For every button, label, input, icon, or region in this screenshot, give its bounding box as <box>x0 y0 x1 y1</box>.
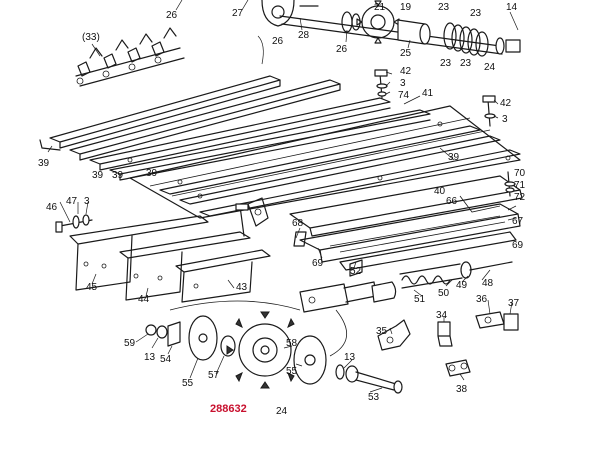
callout-23: 23 <box>440 58 452 69</box>
callout-68: 68 <box>292 218 304 229</box>
lower-sprocket <box>226 311 304 389</box>
callout-23: 23 <box>438 2 450 13</box>
callout-55: 55 <box>286 366 298 377</box>
callout-23: 23 <box>470 8 482 19</box>
callout-13: 13 <box>344 352 356 363</box>
callout-19: 19 <box>400 2 412 13</box>
callout-26: 26 <box>166 10 178 21</box>
callout-69: 69 <box>512 240 524 251</box>
callout-39: 39 <box>92 170 104 181</box>
callout-39: 39 <box>448 152 460 163</box>
callout-42: 42 <box>400 66 412 77</box>
callout-54: 54 <box>160 354 172 365</box>
callout-26: 26 <box>272 36 284 47</box>
drive-shaft-assembly <box>261 0 521 57</box>
callout-26: 26 <box>336 44 348 55</box>
callout-70: 70 <box>514 168 526 179</box>
callout-33: (33) <box>82 32 100 43</box>
callout-53: 53 <box>368 392 380 403</box>
callout-46: 46 <box>46 202 58 213</box>
callout-3: 3 <box>502 114 508 125</box>
tensioner-assembly <box>299 259 513 313</box>
chain-links <box>377 311 519 377</box>
callout-13: 13 <box>144 352 156 363</box>
conveyor-chain <box>75 27 264 87</box>
callout-59: 59 <box>124 338 136 349</box>
callout-25: 25 <box>400 48 412 59</box>
callout-39: 39 <box>38 158 50 169</box>
conveyor-slats <box>39 69 521 219</box>
callout-35: 35 <box>376 326 388 337</box>
spring-pack <box>443 22 489 57</box>
callout-67: 67 <box>512 216 524 227</box>
callout-69: 69 <box>312 258 324 269</box>
callout-66: 66 <box>446 196 458 207</box>
callout-50: 50 <box>438 288 450 299</box>
callout-37: 37 <box>508 298 520 309</box>
callout-49: 49 <box>456 280 468 291</box>
callout-14: 14 <box>506 2 518 13</box>
callout-3: 3 <box>84 196 90 207</box>
callout-43: 43 <box>236 282 248 293</box>
callout-42: 42 <box>500 98 512 109</box>
callout-23: 23 <box>460 58 472 69</box>
callout-48: 48 <box>482 278 494 289</box>
callout-40: 40 <box>434 186 446 197</box>
sprocket-assembly <box>145 300 403 394</box>
callout-41: 41 <box>422 88 434 99</box>
callout-51: 51 <box>414 294 426 305</box>
callout-72: 72 <box>514 192 526 203</box>
callout-44: 44 <box>138 294 150 305</box>
callout-39: 39 <box>146 168 158 179</box>
callout-55: 55 <box>182 378 194 389</box>
callout-36: 36 <box>476 294 488 305</box>
callout-45: 45 <box>86 282 98 293</box>
callout-28: 28 <box>298 30 310 41</box>
drawing-number: 288632 <box>210 403 247 415</box>
callout-71: 71 <box>514 180 526 191</box>
callout-24: 24 <box>276 406 288 417</box>
leader-lines <box>59 0 517 393</box>
callout-39: 39 <box>112 170 124 181</box>
callout-52: 52 <box>350 266 362 277</box>
callout-47: 47 <box>66 196 78 207</box>
callout-57: 57 <box>208 370 220 381</box>
side-covers <box>55 197 271 303</box>
callout-58: 58 <box>286 338 298 349</box>
callout-21: 21 <box>374 2 386 13</box>
callout-38: 38 <box>456 384 468 395</box>
callout-labels: 26 26 26 27 28 25 21 19 23 23 23 23 14 2… <box>38 2 526 417</box>
callout-27: 27 <box>232 8 244 19</box>
callout-24: 24 <box>484 62 496 73</box>
callout-34: 34 <box>436 310 448 321</box>
callout-74: 74 <box>398 90 410 101</box>
callout-3: 3 <box>400 78 406 89</box>
